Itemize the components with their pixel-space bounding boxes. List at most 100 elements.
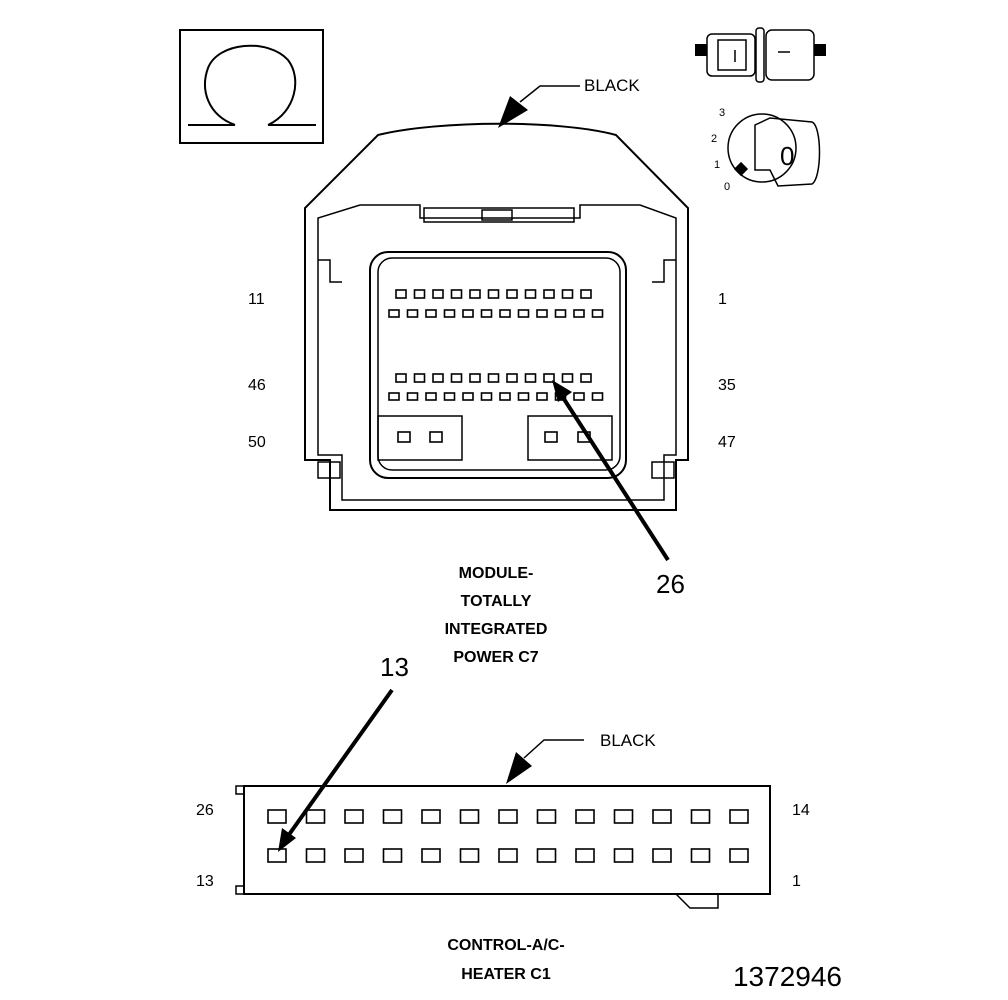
c7-color-arrow [498, 96, 528, 128]
c7-row3-cavity [469, 373, 481, 383]
c7-row3-cavity [506, 373, 518, 383]
c1-cavity-row-top [267, 809, 749, 824]
c1-bottom-cavity [498, 848, 518, 863]
c7-row3-cavity [524, 373, 537, 383]
c1-bottom-cavity [382, 848, 403, 863]
ignition-position-2: 2 [711, 133, 717, 145]
c1-color-arrow [506, 752, 532, 784]
c7-row4-cavity [406, 392, 419, 401]
c7-row2-cavity [573, 309, 585, 318]
c1-pin-label-14: 14 [792, 802, 810, 819]
c7-pin-label-50: 50 [248, 434, 266, 451]
c1-title-line-1: CONTROL-A/C- [447, 937, 564, 954]
c7-row4-cavity [388, 392, 400, 401]
c1-bottom-cavity [729, 848, 749, 863]
c7-title: MODULE- TOTALLY INTEGRATED POWER C7 [445, 565, 548, 666]
c1-top-cavity [382, 809, 403, 824]
c7-title-line-1: MODULE- [459, 565, 534, 582]
c7-pin-label-35: 35 [718, 377, 736, 394]
c7-cavity-row-1 [395, 289, 592, 299]
c7-row3-cavity [432, 373, 444, 383]
c7-pin-label-46: 46 [248, 377, 266, 394]
c7-row2-cavity [517, 309, 530, 318]
connector-pair-icon [695, 27, 826, 83]
c7-row4-cavity [462, 392, 474, 401]
c7-row4-cavity [517, 392, 530, 401]
c7-row4-cavity [499, 392, 511, 401]
c7-row3-cavity [395, 373, 407, 383]
c7-row1-cavity [524, 289, 537, 299]
c7-callout-arrowhead [552, 380, 572, 402]
c1-top-cavity [421, 809, 441, 824]
connector-c1 [235, 785, 771, 909]
c1-callout-arrowhead [278, 828, 296, 852]
c1-bottom-cavity [267, 848, 287, 863]
c7-row2-cavity [480, 309, 493, 318]
c7-row4-cavity [573, 392, 585, 401]
c1-top-cavity [690, 809, 711, 824]
c7-pin-label-1: 1 [718, 291, 727, 308]
c7-row1-cavity [543, 289, 555, 299]
c1-color-leader [523, 739, 584, 759]
c7-row4-cavity [443, 392, 456, 401]
c7-row3-cavity [580, 373, 592, 383]
ignition-position-0: 0 [724, 181, 730, 193]
c1-pin-label-1: 1 [792, 873, 801, 890]
c7-row4-cavity [425, 392, 437, 401]
c1-top-cavity [305, 809, 326, 824]
c7-row1-cavity [487, 289, 500, 299]
c7-row3-cavity [413, 373, 426, 383]
ignition-position-3: 3 [719, 107, 725, 119]
c1-bottom-cavity [613, 848, 634, 863]
c1-bottom-cavity [459, 848, 480, 863]
c1-top-cavity [498, 809, 518, 824]
c7-row1-cavity [561, 289, 574, 299]
c7-pin-label-11: 11 [248, 291, 265, 308]
ignition-position-1: 1 [714, 159, 720, 171]
c7-row2-cavity [536, 309, 548, 318]
c7-large-cavity-49 [397, 431, 411, 443]
c1-bottom-cavity [344, 848, 364, 863]
c7-row4-cavity [536, 392, 548, 401]
c7-row2-cavity [388, 309, 400, 318]
c1-bottom-cavity [536, 848, 557, 863]
c7-row1-cavity [450, 289, 463, 299]
c1-bottom-cavity [652, 848, 672, 863]
c1-top-cavity [613, 809, 634, 824]
c7-row2-cavity [425, 309, 437, 318]
c1-top-cavity [652, 809, 672, 824]
c1-top-cavity [536, 809, 557, 824]
c1-cavity-row-bottom [267, 848, 749, 863]
ignition-key-label: 0 [780, 141, 794, 171]
c1-title-line-2: HEATER C1 [461, 966, 551, 983]
c7-row2-cavity [554, 309, 567, 318]
c7-row2-cavity [406, 309, 419, 318]
c1-callout-label: 13 [380, 652, 409, 682]
c7-row1-cavity [506, 289, 518, 299]
c1-pin-label-26: 26 [196, 802, 214, 819]
c1-color-label: BLACK [600, 731, 656, 750]
c1-top-cavity [729, 809, 749, 824]
c1-top-cavity [575, 809, 595, 824]
c1-pin-label-13: 13 [196, 873, 214, 890]
c7-title-line-4: POWER C7 [453, 649, 538, 666]
c7-color-label: BLACK [584, 76, 640, 95]
c7-row4-cavity [480, 392, 493, 401]
c7-cavity-row-3 [395, 373, 592, 383]
c7-large-cavity-50 [429, 431, 443, 443]
c7-row1-cavity [413, 289, 426, 299]
c7-row3-cavity [450, 373, 463, 383]
c7-pin-label-47: 47 [718, 434, 736, 451]
figure-number: 1372946 [733, 961, 842, 992]
c7-callout-label: 26 [656, 569, 685, 599]
c7-row4-cavity [591, 392, 604, 401]
c7-large-cavity-48 [544, 431, 558, 443]
c7-row2-cavity [462, 309, 474, 318]
c1-top-cavity [459, 809, 480, 824]
c1-top-cavity [267, 809, 287, 824]
c1-bottom-cavity [690, 848, 711, 863]
c1-bottom-cavity [421, 848, 441, 863]
c7-row2-cavity [499, 309, 511, 318]
c7-row1-cavity [432, 289, 444, 299]
c1-top-cavity [344, 809, 364, 824]
